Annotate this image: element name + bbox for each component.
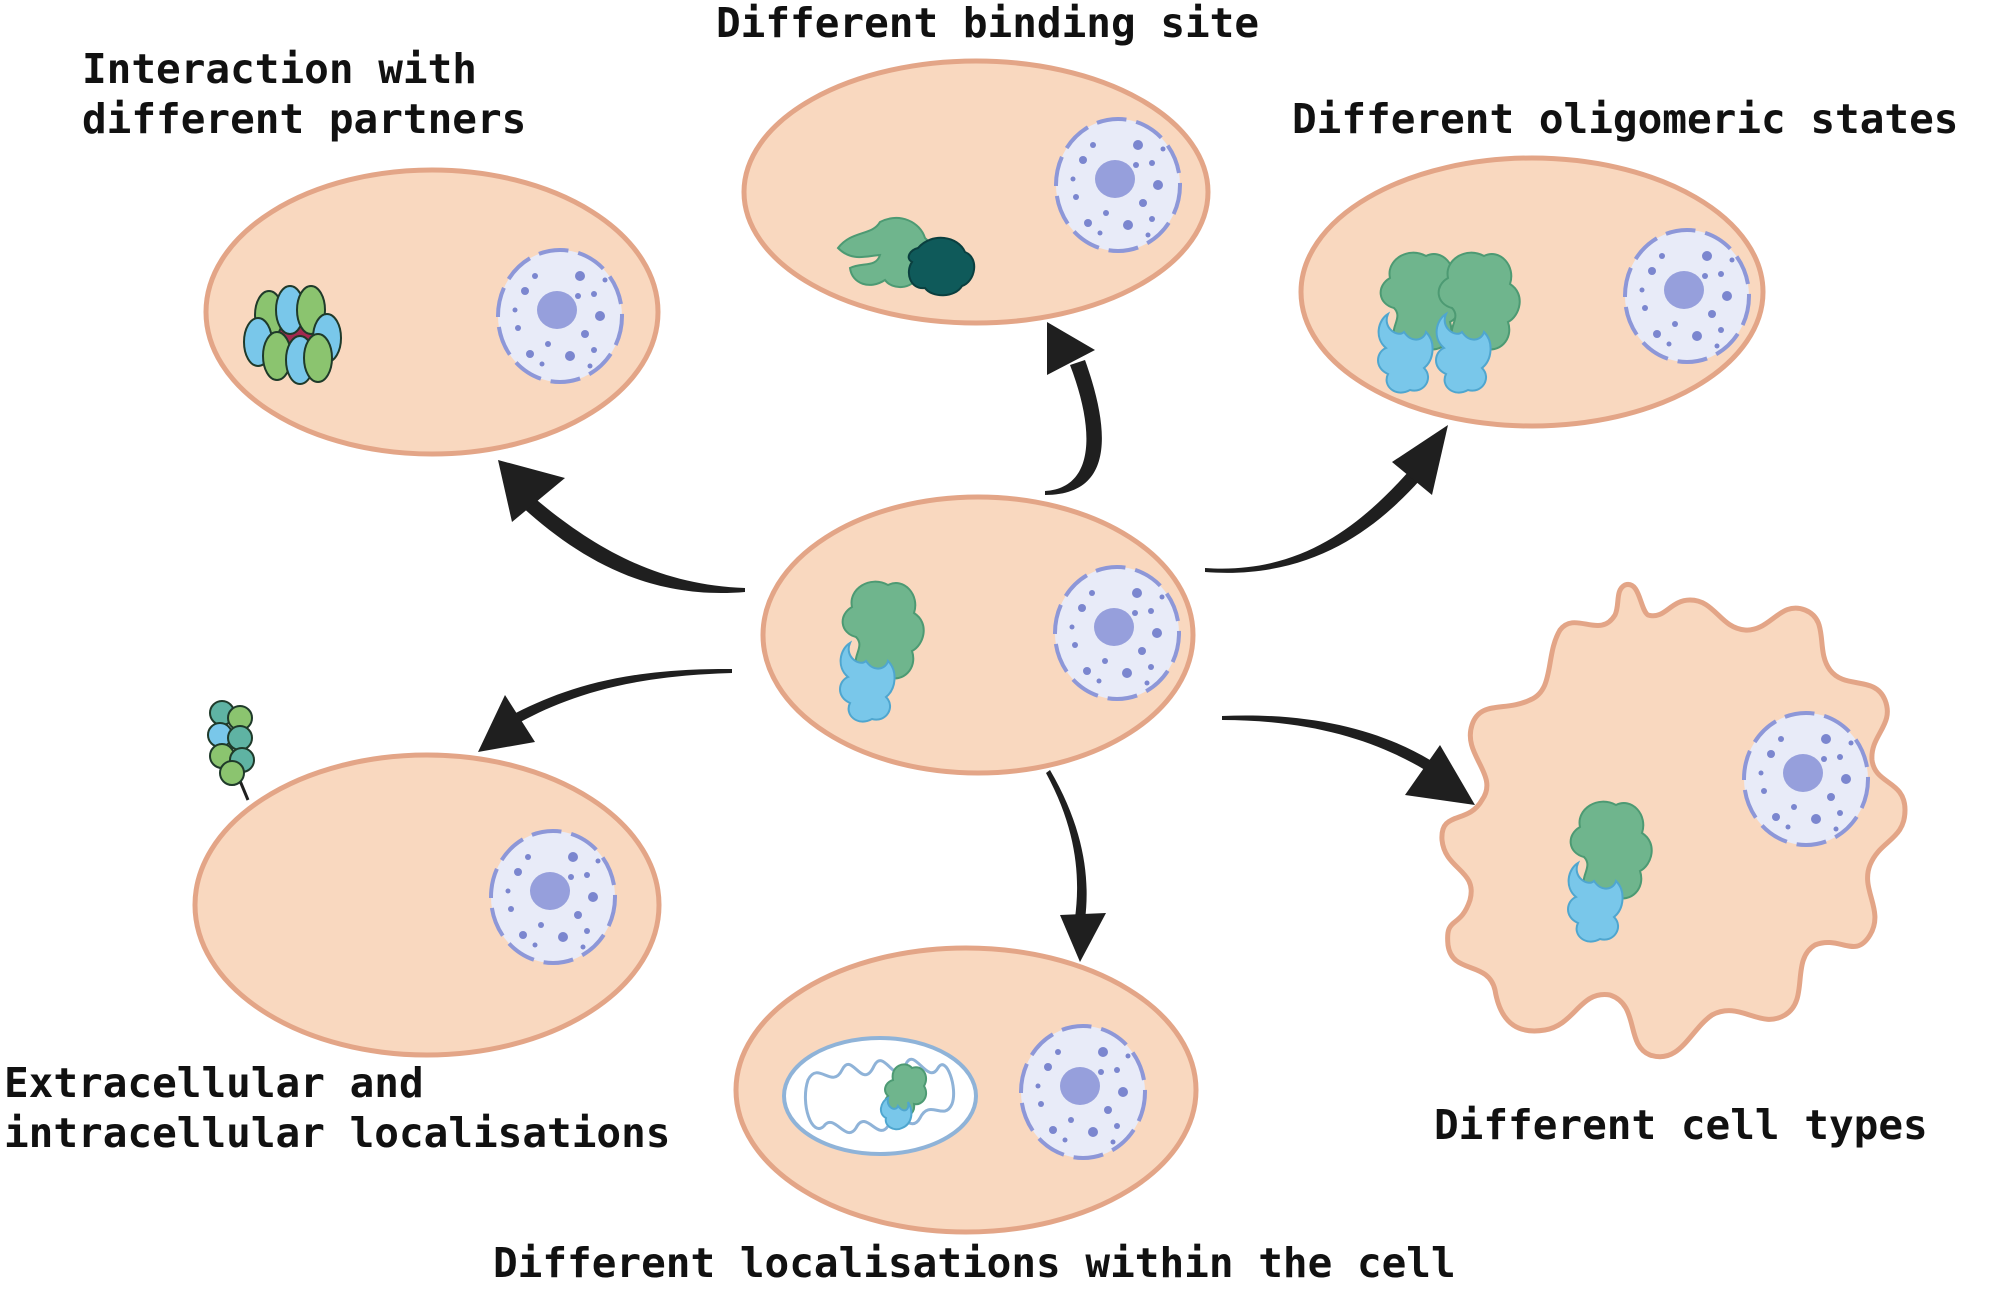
- nucleus-icon: [1623, 228, 1751, 364]
- nucleus-icon: [489, 829, 617, 965]
- nucleus-icon: [1742, 711, 1870, 847]
- arrow-to-interaction: [498, 460, 745, 594]
- extracellular-label-line1: Extracellular and: [4, 1059, 424, 1107]
- arrow-to-oligomeric: [1205, 425, 1448, 573]
- center-cell: [760, 494, 1196, 776]
- interaction-label-line1: Interaction with: [82, 45, 477, 93]
- alternate-binding-complex-icon: [836, 217, 976, 297]
- arrow-to-extracellular: [478, 668, 732, 752]
- nucleus-icon: [1053, 565, 1181, 701]
- extracellular-chain-icon: [207, 700, 255, 801]
- arrow-to-within-cell: [1046, 770, 1106, 962]
- interaction-cell: [203, 167, 661, 457]
- within-cell-label: Different localisations within the cell: [493, 1239, 1456, 1287]
- nucleus-icon: [496, 248, 624, 384]
- extracellular-cell: [192, 700, 662, 1058]
- multi-partner-complex-icon: [243, 285, 342, 385]
- cell-types-label: Different cell types: [1434, 1101, 1928, 1149]
- arrow-to-binding-site: [1045, 322, 1102, 495]
- nucleus-icon: [1054, 117, 1182, 253]
- arrow-to-cell-types: [1222, 715, 1475, 805]
- oligomeric-label: Different oligomeric states: [1292, 95, 1959, 143]
- interaction-label-line2: different partners: [82, 95, 527, 143]
- nucleus-icon: [1019, 1024, 1147, 1160]
- different-cell-type-cell: [1439, 582, 1908, 1060]
- binding-site-label: Different binding site: [716, 0, 1260, 47]
- within-cell-cell: [733, 945, 1199, 1235]
- extracellular-label-line2: intracellular localisations: [4, 1109, 671, 1157]
- binding-site-cell: [741, 58, 1211, 326]
- oligomeric-cell: [1298, 155, 1766, 429]
- mitochondrion-icon: [782, 1036, 978, 1156]
